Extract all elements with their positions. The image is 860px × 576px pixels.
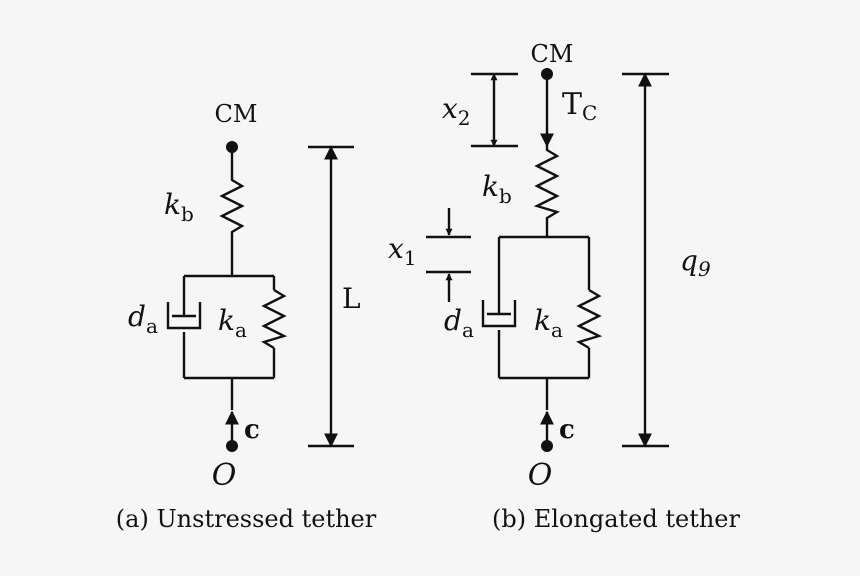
q9-dimension	[622, 72, 669, 448]
damper-label-a: da	[128, 300, 158, 338]
c-label-a: c	[244, 415, 260, 445]
spring-ka-b	[576, 288, 603, 350]
tc-label: TC	[562, 87, 597, 125]
o-label-b: O	[528, 458, 553, 493]
x2-label: x2	[442, 92, 471, 130]
panel-b: CM TC kb da ka c O x2	[388, 40, 741, 533]
caption-b: (b) Elongated tether	[492, 505, 740, 533]
spring-kb-a	[219, 147, 245, 276]
q9-label: q9	[680, 244, 711, 281]
spring-ka-label-a: ka	[218, 304, 247, 342]
x2-dimension	[471, 72, 518, 148]
panel-a: CM kb da ka c O L (a) Unstressed tether	[116, 100, 377, 533]
damper-a	[166, 302, 202, 330]
o-label-a: O	[212, 458, 237, 493]
parallel-frame-b	[497, 235, 591, 380]
damper-b	[481, 300, 517, 328]
spring-kb-label-a: kb	[164, 188, 194, 226]
spring-ka-label-b: ka	[534, 304, 563, 342]
damper-label-b: da	[444, 304, 474, 342]
spring-ka-a	[261, 288, 288, 350]
x1-label: x1	[388, 232, 417, 270]
length-dimension-a	[308, 145, 354, 448]
o-node-a	[226, 440, 238, 452]
x1-dimension	[426, 208, 471, 302]
cm-label-b: CM	[531, 40, 574, 68]
length-label-a: L	[342, 282, 361, 315]
cm-label-a: CM	[215, 100, 258, 128]
spring-kb-label-b: kb	[482, 170, 512, 208]
parallel-frame-a	[182, 274, 276, 380]
caption-a: (a) Unstressed tether	[116, 505, 377, 533]
o-node-b	[541, 440, 553, 452]
spring-kb-b	[533, 146, 560, 237]
c-label-b: c	[559, 415, 575, 445]
